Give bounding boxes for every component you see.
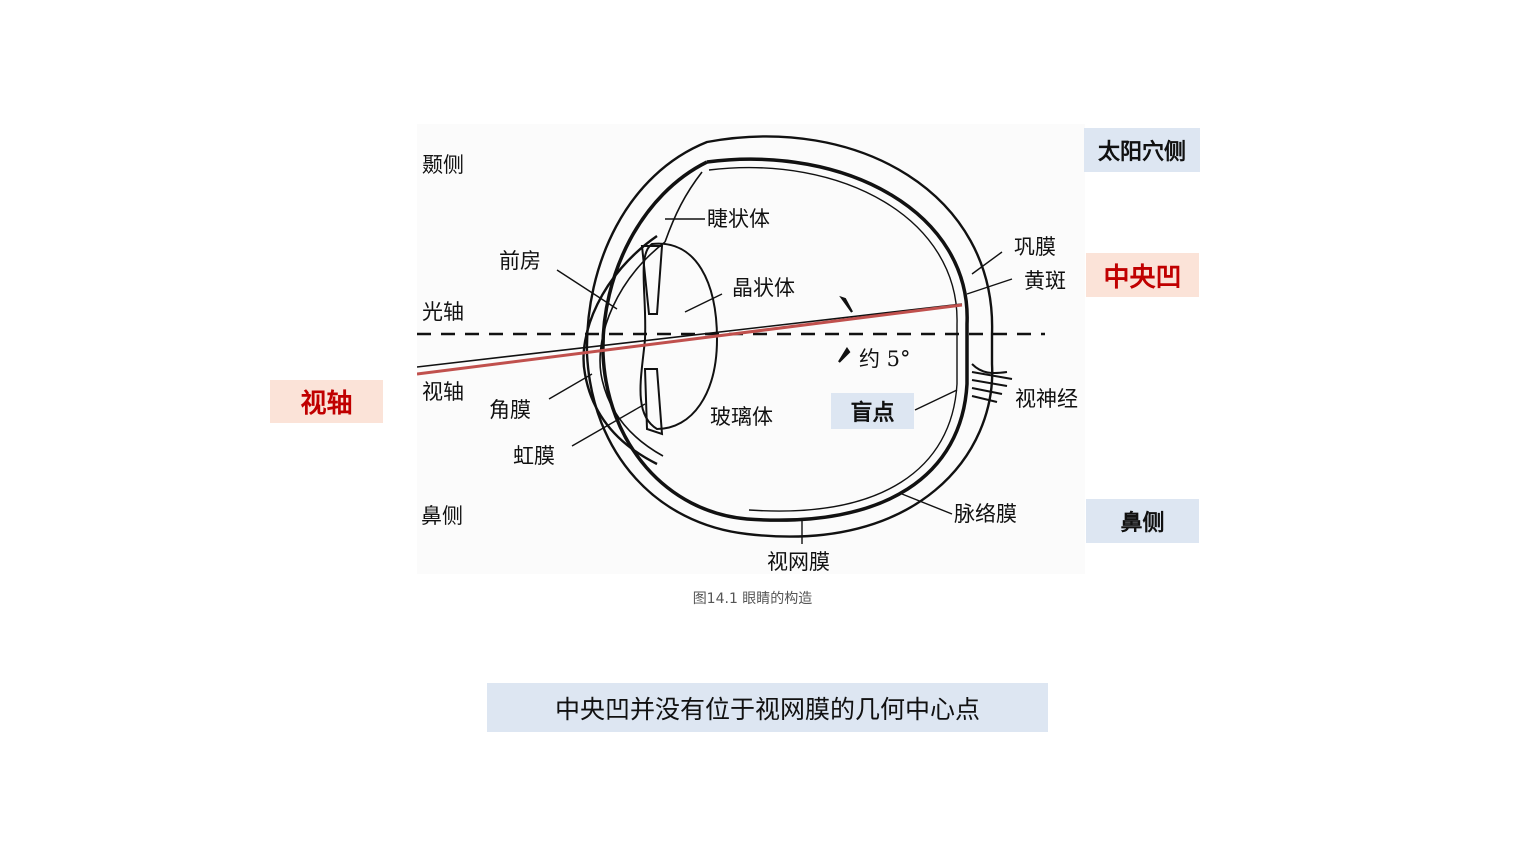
conclusion-banner: 中央凹并没有位于视网膜的几何中心点	[487, 683, 1048, 732]
blind-spot-tag: 盲点	[831, 393, 914, 429]
angle-label: 约 5°	[859, 347, 911, 371]
nasal-side-tag: 鼻侧	[1086, 499, 1199, 543]
macula-label: 黄斑	[1024, 269, 1066, 293]
visual-axis-tag: 视轴	[270, 380, 383, 423]
ciliary-body-label: 睫状体	[707, 207, 770, 231]
visual-axis-line	[417, 303, 963, 376]
anterior-chamber-label: 前房	[499, 249, 541, 273]
figure-caption: 图14.1 眼睛的构造	[692, 591, 813, 607]
choroid-label: 脉络膜	[954, 502, 1017, 526]
vitreous-label: 玻璃体	[710, 405, 773, 429]
optic-nerve-label: 视神经	[1015, 387, 1078, 411]
nasal-side-label: 鼻侧	[421, 504, 463, 528]
cornea-label: 角膜	[489, 398, 531, 422]
eye-structure-figure: 颞侧 光轴 视轴 鼻侧 睫状体 前房 晶状体 巩膜 黄斑 约 5° 角膜 虹膜 …	[417, 124, 1085, 574]
temporal-side-label: 颞侧	[422, 153, 464, 177]
eye-diagram-drawing	[417, 135, 1045, 544]
lens-label: 晶状体	[732, 276, 795, 300]
fovea-tag: 中央凹	[1086, 253, 1199, 297]
sclera-label: 巩膜	[1014, 235, 1056, 259]
optical-axis-label: 光轴	[422, 300, 464, 324]
iris-label: 虹膜	[513, 444, 555, 468]
retina-label: 视网膜	[767, 550, 830, 574]
temple-side-tag: 太阳穴侧	[1084, 128, 1200, 172]
visual-axis-label: 视轴	[422, 380, 464, 404]
